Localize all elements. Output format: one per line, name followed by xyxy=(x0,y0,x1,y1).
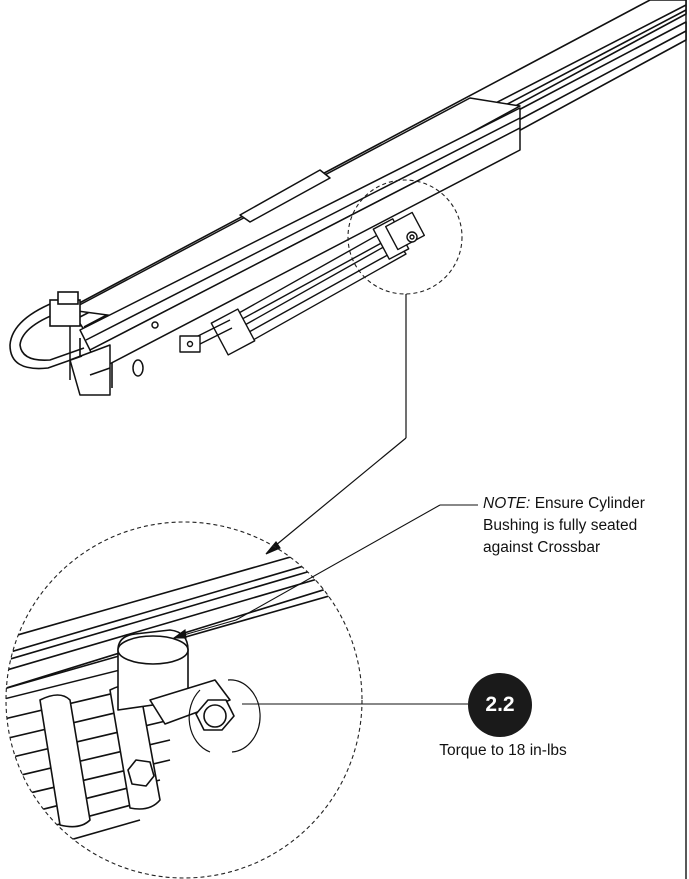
mounting-bracket xyxy=(69,97,521,396)
u-handle xyxy=(9,291,85,370)
note-leader xyxy=(172,504,478,639)
note-line-1: Ensure Cylinder xyxy=(534,495,645,512)
cylinder-assembly xyxy=(179,211,426,356)
note-line-3: against Crossbar xyxy=(483,539,601,556)
torque-instruction: Torque to 18 in-lbs xyxy=(439,742,567,759)
detail-arrow xyxy=(265,294,407,555)
detail-callout-circle xyxy=(347,179,463,295)
detail-view xyxy=(6,522,362,861)
note-lead: NOTE: xyxy=(483,495,531,512)
note-line-2: Bushing is fully seated xyxy=(483,517,638,534)
step-number-badge: 2.2 xyxy=(468,673,532,737)
detail-view-circle xyxy=(5,521,363,879)
note-callout: NOTE: Ensure Cylinder Bushing is fully s… xyxy=(483,493,683,559)
torque-arc-icon xyxy=(227,679,261,753)
